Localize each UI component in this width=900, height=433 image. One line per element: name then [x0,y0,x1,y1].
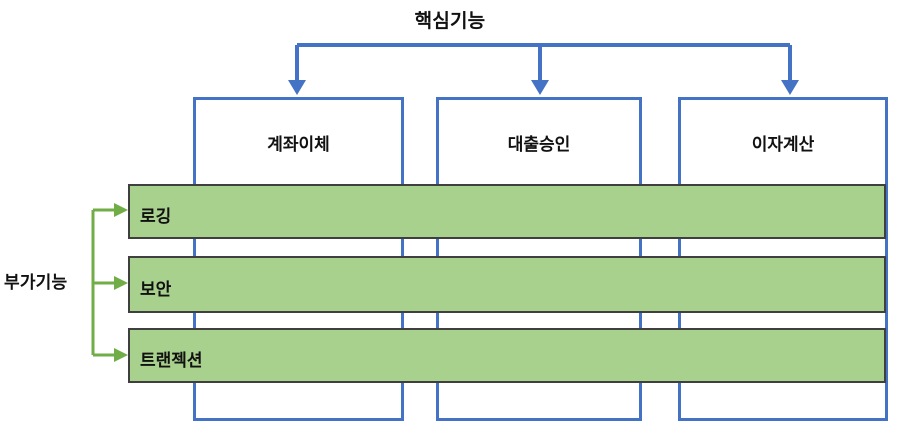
concern-arrow-heads [114,203,128,362]
concern-bar-logging[interactable] [128,184,886,239]
core-column-label-3: 이자계산 [751,135,815,154]
concern-bar-transaction[interactable] [128,328,886,383]
concern-bar-label-logging: 로깅 [140,207,172,226]
core-column-label-1: 계좌이체 [267,135,330,154]
concern-group-label: 부가기능 [4,273,68,292]
core-arrow-heads [288,80,799,95]
diagram-title: 핵심기능 [414,11,486,32]
core-column-label-2: 대출승인 [507,135,571,154]
concern-bar-label-security: 보안 [140,280,172,299]
concern-bar-label-transaction: 트랜젝션 [140,351,203,370]
concern-bar-security[interactable] [128,256,886,313]
